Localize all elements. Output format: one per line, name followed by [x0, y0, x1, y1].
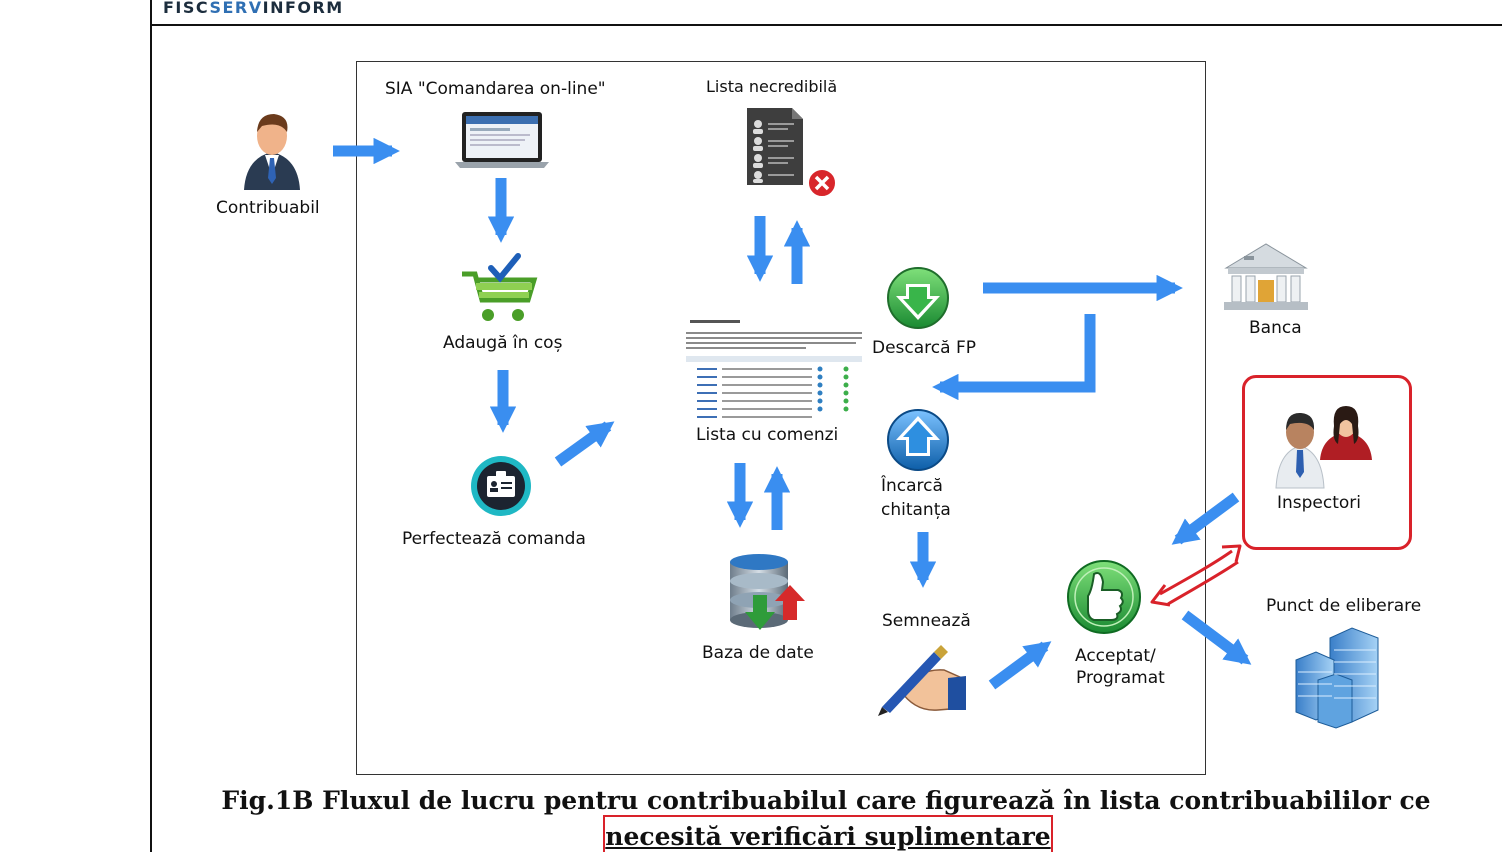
red-link-arrow: [1150, 544, 1242, 607]
lista-comenzi-label: Lista cu comenzi: [696, 425, 839, 445]
lista-necredibila-label: Lista necredibilă: [706, 77, 838, 96]
semneaza-label: Semnează: [882, 611, 971, 631]
acceptat-label-line2: Programat: [1076, 668, 1165, 688]
figure-caption-line2: necesită verificări suplimentare: [605, 822, 1051, 851]
descarca-label: Descarcă FP: [872, 338, 976, 358]
blacklist-document-icon: [747, 108, 837, 198]
incarca-label-line1: Încarcă: [881, 476, 943, 496]
acceptat-label-line1: Acceptat/: [1075, 646, 1156, 666]
upload-icon: [887, 409, 949, 471]
adauga-label: Adaugă în coș: [443, 333, 563, 353]
laptop-icon: [455, 112, 549, 168]
database-icon: [730, 554, 805, 630]
brand-part-1: FISC: [163, 0, 210, 17]
sia-label: SIA "Comandarea on-line": [385, 79, 606, 99]
arrow-banca-back-to-incarca: [932, 314, 1096, 401]
header-rule: [151, 24, 1502, 26]
brand-logo: FISCSERVINFORM: [163, 0, 344, 17]
office-building-icon: [1295, 627, 1379, 729]
figure-caption-line1: Fig.1B Fluxul de lucru pentru contribuab…: [221, 786, 1431, 815]
inspectori-label: Inspectori: [1277, 493, 1362, 513]
download-icon: [887, 267, 949, 329]
order-form-icon: [471, 456, 531, 516]
inspectori-highlight-box: [1242, 375, 1412, 550]
arrow-perfecteaza-to-lista: [554, 421, 615, 467]
contribuabil-label: Contribuabil: [216, 198, 320, 218]
person-icon: [244, 114, 300, 190]
brand-part-3: INFORM: [262, 0, 344, 17]
banca-label: Banca: [1249, 318, 1302, 338]
punct-label: Punct de eliberare: [1266, 596, 1422, 616]
thumbs-up-icon: [1067, 560, 1141, 634]
orders-table-thumbnail: [685, 315, 865, 420]
perfecteaza-label: Perfectează comanda: [402, 529, 586, 549]
cart-icon: [462, 253, 538, 321]
figure-caption-highlight: necesită verificări suplimentare: [603, 815, 1053, 852]
incarca-label-line2: chitanța: [881, 500, 951, 520]
inspectors-icon: [1275, 406, 1372, 489]
arrow-semneaza-to-acceptat: [988, 641, 1052, 690]
arrow-inspectori-to-acceptat: [1171, 492, 1240, 545]
arrow-acceptat-to-punct: [1181, 610, 1252, 665]
brand-part-2: SERV: [209, 0, 263, 17]
margin-rule: [150, 0, 152, 852]
diagram-frame: [356, 61, 1206, 775]
bank-icon: [1224, 243, 1308, 310]
sign-pen-icon: [878, 645, 966, 716]
baza-date-label: Baza de date: [702, 643, 814, 663]
